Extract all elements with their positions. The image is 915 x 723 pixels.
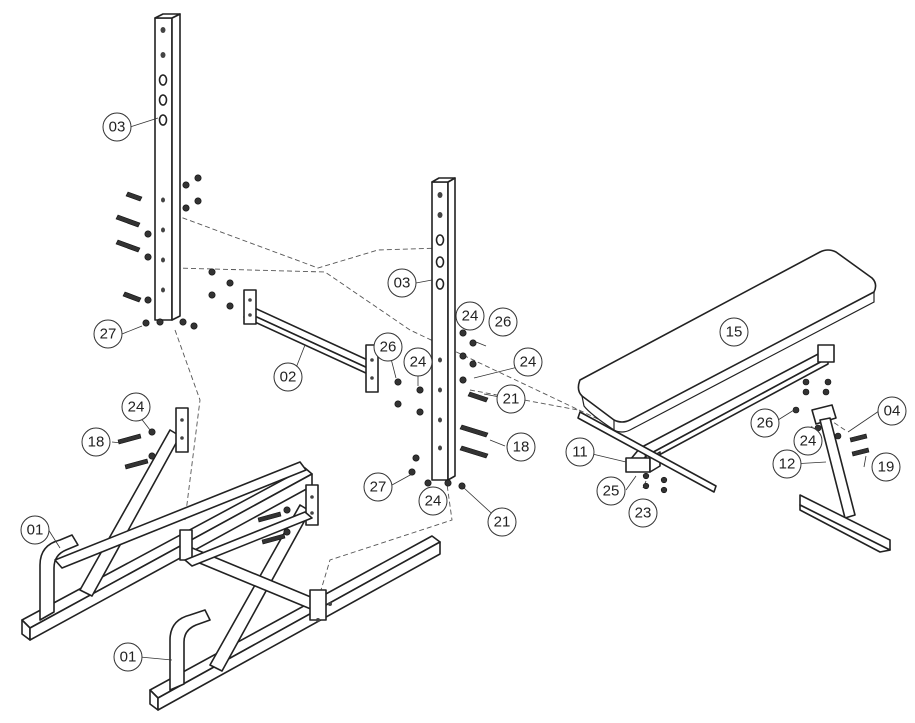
svg-text:01: 01: [120, 649, 137, 666]
bench-rear-leg: [799, 417, 891, 553]
svg-text:24: 24: [128, 399, 145, 416]
svg-text:26: 26: [380, 339, 397, 356]
callout-03-right-post: 03: [387, 268, 417, 298]
svg-text:23: 23: [635, 505, 652, 522]
callout-26-crossbar: 26: [373, 332, 403, 362]
callout-27-right: 27: [363, 472, 393, 502]
callout-27-left: 27: [93, 319, 123, 349]
left-post-fasteners: [115, 174, 234, 330]
callout-24-post-right: 24: [513, 347, 543, 377]
base-fasteners: [117, 428, 291, 545]
callout-19: 19: [871, 452, 901, 482]
svg-text:26: 26: [495, 314, 512, 331]
callout-03-left-post: 03: [102, 112, 132, 142]
svg-text:11: 11: [572, 444, 588, 461]
svg-text:24: 24: [410, 354, 427, 371]
svg-text:25: 25: [603, 483, 620, 500]
callout-01-rear-base: 01: [113, 642, 143, 672]
callout-24-post-bottom: 24: [418, 486, 448, 516]
callout-04: 04: [877, 396, 907, 426]
callout-24-bench: 24: [793, 426, 823, 456]
svg-text:03: 03: [109, 119, 126, 136]
callout-24-base: 24: [121, 392, 151, 422]
callout-18-right: 18: [506, 432, 536, 462]
svg-text:24: 24: [520, 354, 537, 371]
part-callouts: 01 01 02 03 03 04 11 12 15 18 18 19 21 2…: [20, 112, 907, 672]
right-upright-post: [431, 177, 456, 481]
svg-text:03: 03: [394, 275, 411, 292]
svg-text:04: 04: [884, 403, 901, 420]
callout-11: 11: [565, 437, 595, 467]
cross-bar: [243, 289, 379, 393]
callout-25: 25: [596, 476, 626, 506]
svg-text:12: 12: [779, 456, 796, 473]
callout-18-left: 18: [81, 427, 111, 457]
svg-text:01: 01: [27, 522, 44, 539]
svg-text:24: 24: [800, 433, 817, 450]
callout-02-cross-bar: 02: [273, 362, 303, 392]
callout-26-post: 26: [488, 307, 518, 337]
svg-text:19: 19: [878, 459, 895, 476]
callout-26-bench: 26: [750, 408, 780, 438]
svg-text:21: 21: [494, 514, 511, 531]
svg-text:27: 27: [100, 326, 117, 343]
svg-text:15: 15: [726, 324, 743, 341]
svg-text:24: 24: [425, 493, 442, 510]
callout-12: 12: [772, 449, 802, 479]
svg-text:27: 27: [370, 479, 387, 496]
callout-21-lower: 21: [487, 507, 517, 537]
callout-15-bench-pad: 15: [719, 317, 749, 347]
assembly-guide-lines: [174, 214, 846, 601]
base-frame-front: [21, 407, 313, 641]
svg-text:18: 18: [513, 439, 530, 456]
svg-text:24: 24: [462, 308, 479, 325]
callout-21-upper: 21: [496, 384, 526, 414]
base-frame-rear: [149, 484, 441, 711]
svg-text:21: 21: [503, 391, 520, 408]
right-post-fasteners: [394, 329, 489, 490]
svg-text:26: 26: [757, 415, 774, 432]
svg-text:02: 02: [280, 369, 297, 386]
callout-01-front-base: 01: [20, 515, 50, 545]
callout-23: 23: [628, 498, 658, 528]
svg-text:18: 18: [88, 434, 105, 451]
callout-24-post-top: 24: [455, 301, 485, 331]
callout-24-post-mid: 24: [403, 347, 433, 377]
left-upright-post: [154, 13, 181, 321]
